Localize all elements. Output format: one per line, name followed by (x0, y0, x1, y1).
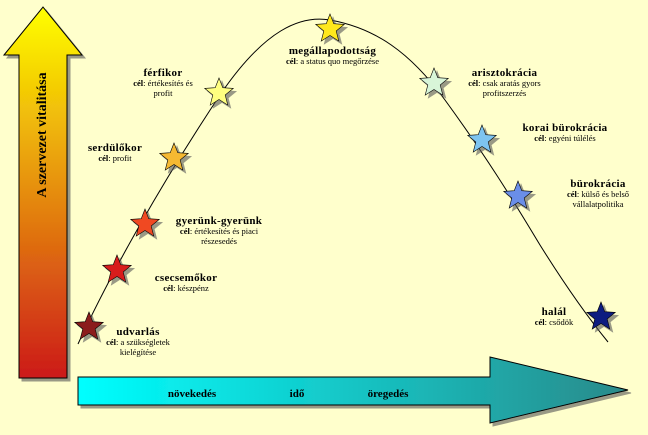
lifecycle-curve (77, 18, 609, 345)
stage-goal: cél: csak aratás gyors profitszerzés (468, 78, 541, 98)
stage-star-icon (466, 124, 498, 153)
stage-goal: cél: értékesítés és piaci részesedés (179, 226, 259, 246)
time-axis-label-aging: öregedés (368, 388, 409, 400)
stage-title: udvarlás (116, 326, 160, 338)
stage-title: halál (541, 306, 567, 318)
stage-goal: cél: a status quo megőrzése (285, 56, 380, 67)
stage-stars (73, 13, 617, 340)
stage-label-halal: halál cél: csődök (524, 306, 584, 328)
stage-star-icon (203, 77, 235, 106)
stage-title: megállapodottság (288, 45, 377, 57)
stage-star-icon (158, 142, 190, 171)
stage-star-icon (129, 208, 161, 237)
stage-label-gyerunk: gyerünk-gyerünk cél: értékesítés és piac… (164, 215, 274, 246)
stage-label-serdulokor: serdülőkor cél: profit (80, 142, 150, 164)
stage-star-icon (73, 311, 105, 340)
stage-label-burokracia: bürokrácia cél: külső és belső vállalatp… (548, 178, 648, 209)
stage-title: férfikor (143, 67, 183, 79)
stage-goal: cél: csődök (534, 317, 574, 328)
stage-title: arisztokrácia (471, 67, 538, 79)
stage-label-megallapodottsag: megállapodottság cél: a status quo megőr… (285, 45, 380, 67)
stage-star-icon (502, 180, 534, 209)
stage-star-icon (418, 67, 450, 96)
time-axis-label-time: idő (290, 388, 305, 400)
stage-star-icon (585, 301, 617, 330)
stage-goal: cél: egyéni túlélés (534, 133, 596, 144)
stage-goal: cél: készpénz (163, 283, 209, 294)
stage-label-korai-burokracia: korai bürokrácia cél: egyéni túlélés (510, 122, 620, 144)
stage-label-udvarlas: udvarlás cél: a szükségletek kielégítése (88, 326, 188, 357)
stage-label-ferfikor: férfikor cél: értékesítés és profit (132, 67, 194, 98)
vitality-arrow (2, 6, 84, 379)
stage-title: csecsemőkor (154, 272, 218, 284)
vitality-axis-label: A szervezet vitalitása (35, 72, 50, 197)
stage-star-icon (101, 254, 133, 283)
stage-goal: cél: a szükségletek kielégítése (106, 337, 170, 357)
stage-goal: cél: értékesítés és profit (133, 78, 193, 98)
stage-label-arisztokracia: arisztokrácia cél: csak aratás gyors pro… (452, 67, 557, 98)
time-arrow (77, 356, 629, 424)
stage-title: bürokrácia (570, 178, 626, 190)
stage-label-csecsemokor: csecsemőkor cél: készpénz (136, 272, 236, 294)
stage-star-icon (314, 13, 346, 42)
stage-goal: cél: profit (98, 153, 132, 164)
stage-title: serdülőkor (87, 142, 143, 154)
time-axis-label-growth: növekedés (168, 388, 217, 400)
stage-title: gyerünk-gyerünk (175, 215, 263, 227)
stage-goal: cél: külső és belső vállalatpolitika (566, 189, 630, 209)
stage-title: korai bürokrácia (522, 122, 608, 134)
